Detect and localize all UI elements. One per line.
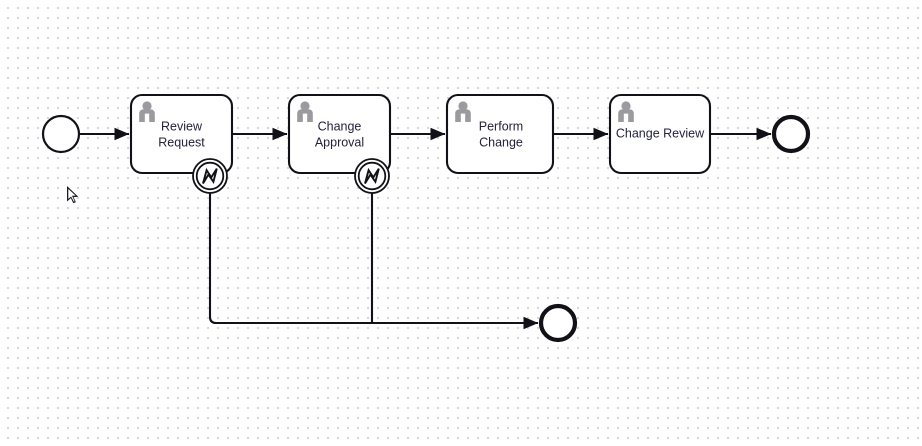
boundary-inner-circle <box>357 161 387 191</box>
task-shape <box>608 93 712 175</box>
sequence-flow-layer <box>78 127 772 330</box>
task-label-line-2: Change <box>479 135 523 149</box>
user-icon <box>618 101 634 122</box>
task-label-line-2: Request <box>158 135 205 149</box>
sequence-flow-boundary-review-to-error-end[interactable] <box>208 191 539 330</box>
error-bolt-icon <box>202 167 218 185</box>
start-event[interactable] <box>41 114 81 154</box>
task-label-line-1: Change Review <box>616 126 705 140</box>
task-perform-change[interactable]: Perform Change <box>445 93 555 175</box>
user-icon <box>455 101 471 122</box>
error-bolt-icon <box>364 167 380 185</box>
task-shape <box>445 93 555 175</box>
task-shape <box>287 93 392 175</box>
task-change-approval[interactable]: Change Approval <box>287 93 392 175</box>
task-change-review[interactable]: Change Review <box>608 93 712 175</box>
task-label-line-1: Perform <box>479 119 523 133</box>
task-shape <box>129 93 234 175</box>
boundary-error-review-request[interactable] <box>192 158 228 194</box>
user-icon <box>139 101 155 122</box>
task-label-line-1: Change <box>318 119 362 133</box>
end-event-main[interactable] <box>771 114 811 154</box>
task-review-request[interactable]: Review Request <box>129 93 234 175</box>
boundary-error-change-approval[interactable] <box>354 158 390 194</box>
user-icon <box>297 101 313 122</box>
end-event-error[interactable] <box>538 303 578 343</box>
event-layer <box>41 114 811 343</box>
mouse-pointer <box>67 186 79 204</box>
task-label-line-2: Approval <box>315 135 364 149</box>
boundary-inner-circle <box>195 161 225 191</box>
task-label-line-1: Review <box>161 119 203 133</box>
